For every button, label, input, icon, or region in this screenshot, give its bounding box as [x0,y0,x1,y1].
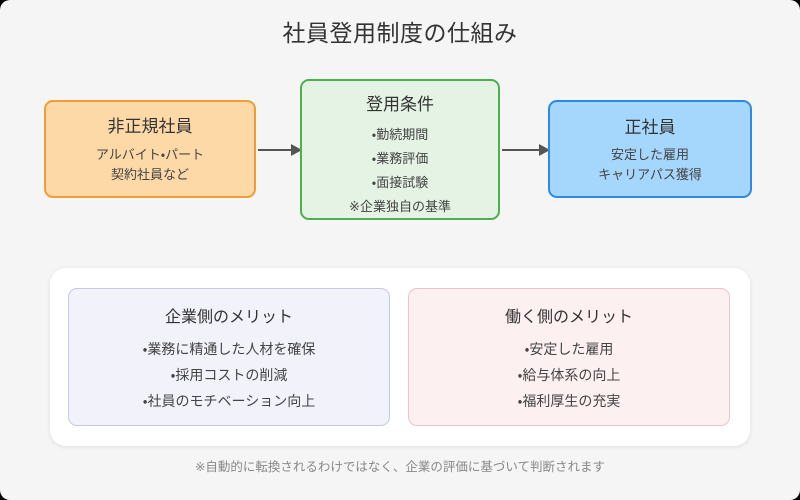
page-title: 社員登用制度の仕組み [282,21,518,47]
condition-item: ・業務評価 [371,152,429,167]
flow-box-subline: 安定した雇用 [610,147,689,163]
arrow-head [291,144,302,156]
footnote: ※自動的に転換されるわけではなく、企業の評価に基づいて判断されます [194,459,606,474]
merit-item: ・給与体系の向上 [517,368,621,384]
merit-panel-title: 企業側のメリット [164,307,293,326]
flow-box-regular: 正社員 安定した雇用 キャリアパス獲得 [548,100,752,198]
condition-item: ・面接試験 [371,176,429,191]
flow-box-title: 登用条件 [366,95,434,115]
condition-note: ※企業独自の基準 [349,200,451,215]
flow-box-subline: アルバイト・パート [95,148,205,163]
arrow-right-icon [258,144,302,156]
condition-item: ・勤続期間 [371,128,429,143]
merit-item: ・福利厚生の充実 [517,394,621,410]
merit-item: ・採用コストの削減 [170,368,288,384]
arrow-shaft [502,149,539,151]
arrow-shaft [258,149,291,151]
merit-panel-worker: 働く側のメリット ・安定した雇用 ・給与体系の向上 ・福利厚生の充実 [408,288,730,426]
flow-box-subline: キャリアパス獲得 [598,167,702,183]
flow-box-title: 正社員 [624,117,676,138]
merit-panel-title: 働く側のメリット [504,307,633,326]
merits-card: 企業側のメリット ・業務に精通した人材を確保 ・採用コストの削減 ・社員のモチベ… [50,268,750,446]
flow-box-non-regular: 非正規社員 アルバイト・パート 契約社員など [44,100,256,198]
merit-item: ・社員のモチベーション向上 [142,394,316,410]
flow-box-conditions: 登用条件 ・勤続期間 ・業務評価 ・面接試験 ※企業独自の基準 [300,79,500,220]
merit-item: ・業務に精通した人材を確保 [142,342,316,358]
merit-item: ・安定した雇用 [524,342,614,358]
flow-box-title: 非正規社員 [107,117,193,137]
arrow-head [539,144,550,156]
arrow-right-icon [502,144,550,156]
flow-box-subline: 契約社員など [110,168,189,183]
merit-panel-company: 企業側のメリット ・業務に精通した人材を確保 ・採用コストの削減 ・社員のモチベ… [68,288,390,426]
